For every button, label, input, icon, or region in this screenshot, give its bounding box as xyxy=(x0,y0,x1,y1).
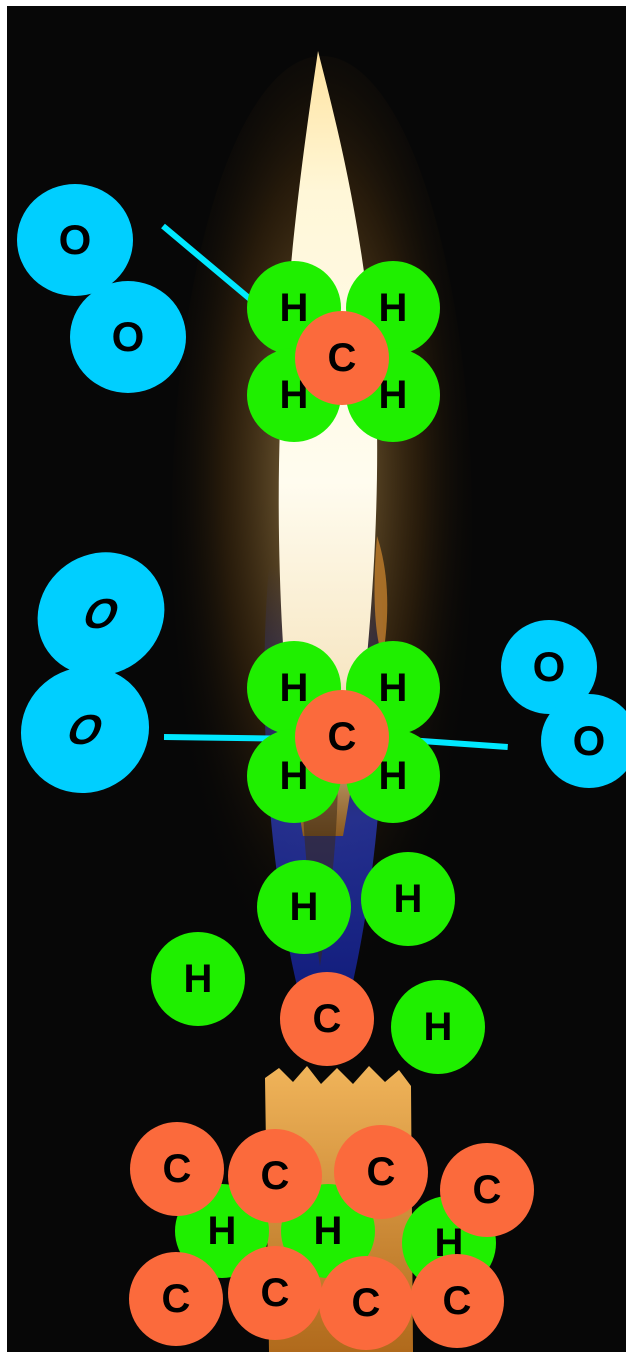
atom-label: C xyxy=(472,1167,502,1212)
atom-label: O xyxy=(532,643,566,690)
hydrogen-atom: H xyxy=(361,852,455,946)
atom-label: C xyxy=(260,1270,290,1315)
carbon-atom: C xyxy=(228,1246,322,1340)
carbon-atom: C xyxy=(130,1122,224,1216)
carbon-atom: C xyxy=(410,1254,504,1348)
atom-label: O xyxy=(76,590,127,638)
hydrogen-atom: H xyxy=(257,860,351,954)
carbon-atom: C xyxy=(280,972,374,1066)
atom-label: H xyxy=(183,956,213,1001)
oxygen-atom: O xyxy=(541,694,626,788)
atom-label: H xyxy=(378,665,408,710)
atom-label: H xyxy=(279,285,309,330)
atom-label: C xyxy=(442,1278,472,1323)
atom-label: H xyxy=(393,876,423,921)
atom-label: C xyxy=(327,714,357,759)
atom-label: H xyxy=(289,884,319,929)
atom-label: C xyxy=(162,1146,192,1191)
atom-label: H xyxy=(378,285,408,330)
carbon-atom: C xyxy=(334,1125,428,1219)
atom-label: H xyxy=(279,665,309,710)
atom-label: C xyxy=(351,1280,381,1325)
atom-label: H xyxy=(378,753,408,798)
atom-label: O xyxy=(111,313,145,360)
candle-combustion-diagram: O O H H H H C O O H H H H C O O H H H C … xyxy=(7,6,626,1352)
atom-label: C xyxy=(260,1153,290,1198)
carbon-atom: C xyxy=(319,1256,413,1350)
atom-label: C xyxy=(161,1276,191,1321)
oxygen-atom: O xyxy=(70,281,186,393)
carbon-atom: C xyxy=(129,1252,223,1346)
hydrogen-atom: H xyxy=(391,980,485,1074)
atom-label: O xyxy=(60,706,111,754)
wick-drip xyxy=(374,536,388,656)
atom-label: H xyxy=(207,1208,237,1253)
carbon-atom: C xyxy=(440,1143,534,1237)
atom-label: H xyxy=(423,1004,453,1049)
atom-label: O xyxy=(572,717,606,764)
atom-label: O xyxy=(58,216,92,263)
atom-label: H xyxy=(313,1208,343,1253)
atom-label: C xyxy=(366,1149,396,1194)
carbon-atom: C xyxy=(228,1129,322,1223)
hydrogen-atom: H xyxy=(151,932,245,1026)
carbon-atom: C xyxy=(295,311,389,405)
oxygen-atom: O xyxy=(17,184,133,296)
carbon-atom: C xyxy=(295,690,389,784)
flame-body xyxy=(278,51,378,836)
atom-label: C xyxy=(312,996,342,1041)
atom-label: C xyxy=(327,335,357,380)
